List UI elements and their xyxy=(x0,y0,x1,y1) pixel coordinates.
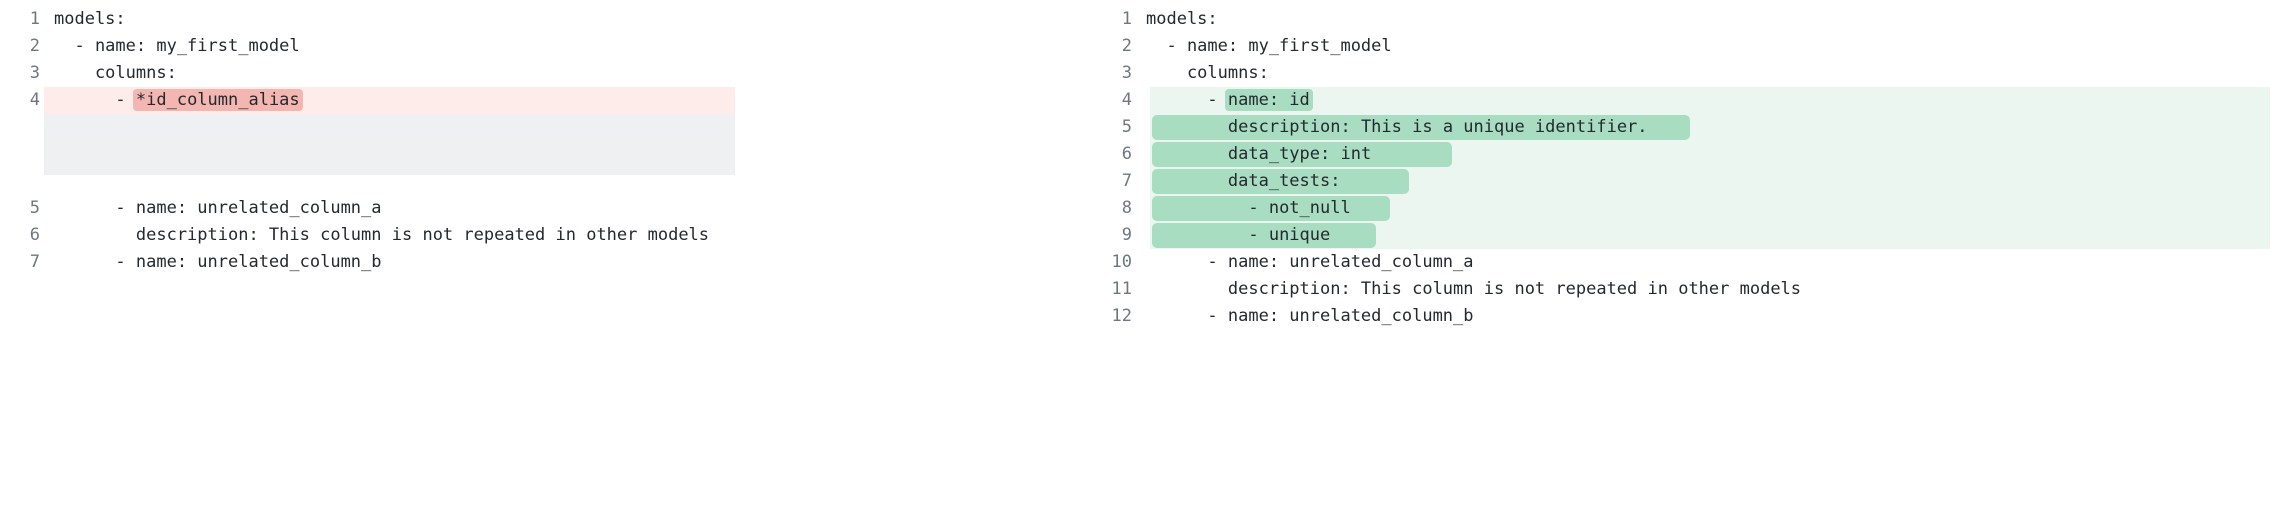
line-number: 11 xyxy=(1111,279,1132,299)
line-content: - name: unrelated_column_a xyxy=(54,198,382,218)
line-number: 3 xyxy=(1121,63,1132,83)
code-line-added[interactable]: 4 - name: id xyxy=(1080,87,2278,114)
line-content: - not_null xyxy=(1132,195,2278,222)
line-number: 2 xyxy=(1121,36,1132,56)
line-number: 3 xyxy=(29,63,40,83)
line-content: - unique xyxy=(1132,222,2278,249)
line-number: 5 xyxy=(1121,117,1132,137)
code-line-added[interactable]: 9 - unique xyxy=(1080,222,2278,249)
code-line-added[interactable]: 7 data_tests: xyxy=(1080,168,2278,195)
code-line[interactable]: 5 - name: unrelated_column_a xyxy=(0,195,1080,222)
line-indent: - xyxy=(1146,90,1228,110)
line-indent xyxy=(1146,198,1248,218)
line-number: 4 xyxy=(29,90,40,110)
line-number: 6 xyxy=(29,225,40,245)
code-line[interactable]: 3 columns: xyxy=(0,60,1080,87)
code-line-added[interactable]: 8 - not_null xyxy=(1080,195,2278,222)
line-content: data_tests: xyxy=(1132,168,2278,195)
line-content: data_type: int xyxy=(1132,141,2278,168)
code-line[interactable]: 2 - name: my_first_model xyxy=(0,33,1080,60)
line-indent: - xyxy=(54,90,136,110)
line-number: 7 xyxy=(29,252,40,272)
line-number: 5 xyxy=(29,198,40,218)
removed-token: *id_column_alias xyxy=(132,89,303,111)
line-number: 8 xyxy=(1121,198,1132,218)
line-number: 10 xyxy=(1111,252,1132,272)
code-line-added[interactable]: 6 data_type: int xyxy=(1080,141,2278,168)
line-number: 1 xyxy=(29,9,40,29)
line-content: - name: my_first_model xyxy=(54,36,300,56)
line-number: 9 xyxy=(1121,225,1132,245)
line-content: - name: my_first_model xyxy=(1146,36,1392,56)
line-number: 2 xyxy=(29,36,40,56)
code-line-added[interactable]: 5 description: This is a unique identifi… xyxy=(1080,114,2278,141)
placeholder-spacer-2 xyxy=(0,141,1080,168)
after-yaml-pane: 1 models: 2 - name: my_first_model 3 col… xyxy=(1080,0,2278,528)
code-line[interactable]: 3 columns: xyxy=(1080,60,2278,87)
line-number: 1 xyxy=(1121,9,1132,29)
line-content: models: xyxy=(54,9,126,29)
code-line[interactable]: 11 description: This column is not repea… xyxy=(1080,276,2278,303)
line-content: - name: unrelated_column_b xyxy=(54,252,382,272)
added-token: - unique xyxy=(1248,225,1331,245)
line-indent xyxy=(1146,225,1248,245)
added-token: description: This is a unique identifier… xyxy=(1227,117,1648,137)
code-line[interactable]: 1 models: xyxy=(0,6,1080,33)
code-line[interactable]: 10 - name: unrelated_column_a xyxy=(1080,249,2278,276)
code-line-removed[interactable]: 4 - *id_column_alias xyxy=(0,87,1080,114)
line-content: - name: unrelated_column_b xyxy=(1146,306,1474,326)
code-line[interactable]: 7 - name: unrelated_column_b xyxy=(0,249,1080,276)
line-content: description: This column is not repeated… xyxy=(54,225,710,245)
placeholder-spacer-1 xyxy=(0,114,1080,141)
code-line[interactable]: 2 - name: my_first_model xyxy=(1080,33,2278,60)
line-content: description: This is a unique identifier… xyxy=(1132,114,2278,141)
placeholder-spacer-3 xyxy=(0,168,1080,195)
line-number: 6 xyxy=(1121,144,1132,164)
line-indent xyxy=(1146,144,1228,164)
after-code-block: 1 models: 2 - name: my_first_model 3 col… xyxy=(1080,0,2278,330)
line-content: columns: xyxy=(54,63,177,83)
added-token: - not_null xyxy=(1248,198,1351,218)
line-indent xyxy=(1146,117,1228,137)
line-content: description: This column is not repeated… xyxy=(1146,279,1802,299)
before-code-block: 1 models: 2 - name: my_first_model 3 col… xyxy=(0,0,1080,276)
line-content: models: xyxy=(1146,9,1218,29)
code-line[interactable]: 6 description: This column is not repeat… xyxy=(0,222,1080,249)
line-content: - name: unrelated_column_a xyxy=(1146,252,1474,272)
line-content: columns: xyxy=(1146,63,1269,83)
line-content: - *id_column_alias xyxy=(40,87,1080,114)
line-number: 4 xyxy=(1121,90,1132,110)
line-content: - name: id xyxy=(1132,87,2278,114)
before-yaml-pane: 1 models: 2 - name: my_first_model 3 col… xyxy=(0,0,1080,528)
code-line[interactable]: 12 - name: unrelated_column_b xyxy=(1080,303,2278,330)
line-number: 12 xyxy=(1111,306,1132,326)
added-token: data_tests: xyxy=(1227,171,1341,191)
line-number: 7 xyxy=(1121,171,1132,191)
line-indent xyxy=(1146,171,1228,191)
code-line[interactable]: 1 models: xyxy=(1080,6,2278,33)
added-token: name: id xyxy=(1224,89,1313,111)
added-token: data_type: int xyxy=(1227,144,1372,164)
